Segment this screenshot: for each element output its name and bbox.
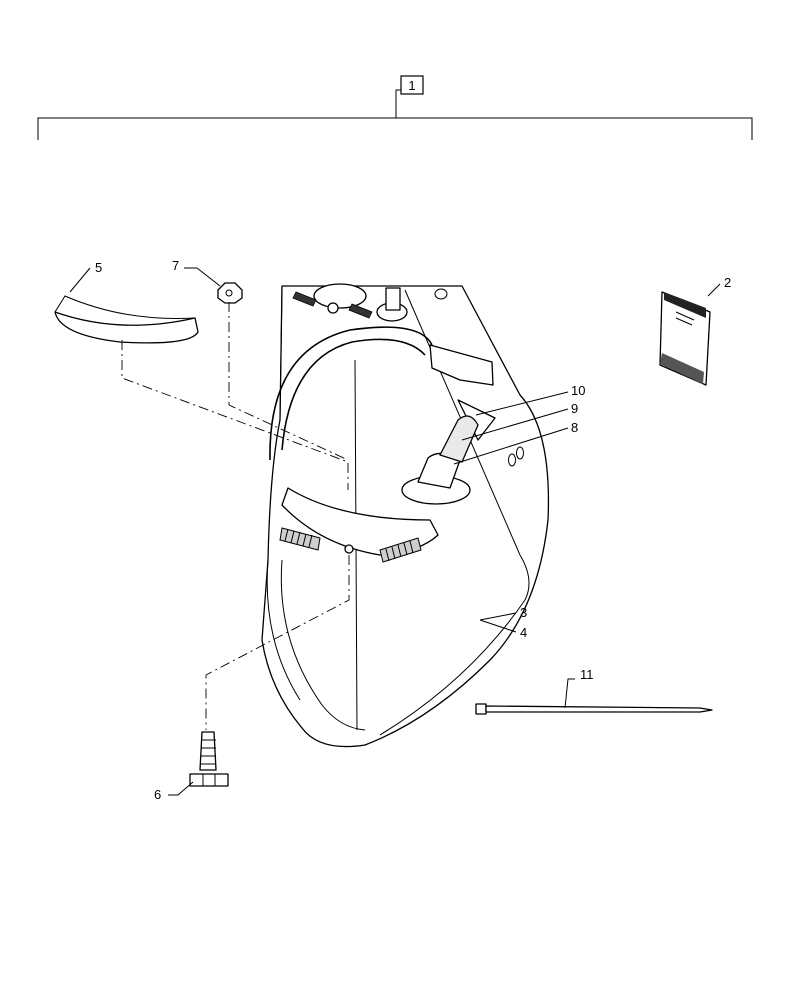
callout-1[interactable]: 1	[408, 78, 415, 93]
part-6-bolt[interactable]	[189, 731, 229, 787]
callout-5[interactable]: 5	[95, 260, 102, 275]
part-11-cable-tie[interactable]	[475, 703, 713, 715]
top-mount	[292, 283, 408, 322]
lower-clamp[interactable]	[279, 487, 439, 563]
callout-10[interactable]: 10	[571, 383, 585, 398]
clamp-ring[interactable]	[269, 326, 496, 461]
callout-4[interactable]: 4	[520, 625, 527, 640]
spring-right	[379, 537, 422, 563]
assembly-bracket	[37, 75, 753, 140]
callout-8[interactable]: 8	[571, 420, 578, 435]
callout-3[interactable]: 3	[520, 605, 527, 620]
callout-9[interactable]: 9	[571, 401, 578, 416]
callout-7[interactable]: 7	[172, 258, 179, 273]
callout-2[interactable]: 2	[724, 275, 731, 290]
part-5-curved-guard[interactable]	[54, 295, 199, 344]
nozzle-assembly[interactable]	[401, 415, 479, 505]
spring-left	[279, 527, 321, 551]
callout-6[interactable]: 6	[154, 787, 161, 802]
part-7-nut[interactable]	[217, 282, 243, 304]
leader-lines	[69, 267, 721, 796]
alignment-lines	[121, 302, 350, 730]
callout-11[interactable]: 11	[580, 667, 594, 682]
part-2-decal-pack[interactable]	[659, 291, 711, 386]
